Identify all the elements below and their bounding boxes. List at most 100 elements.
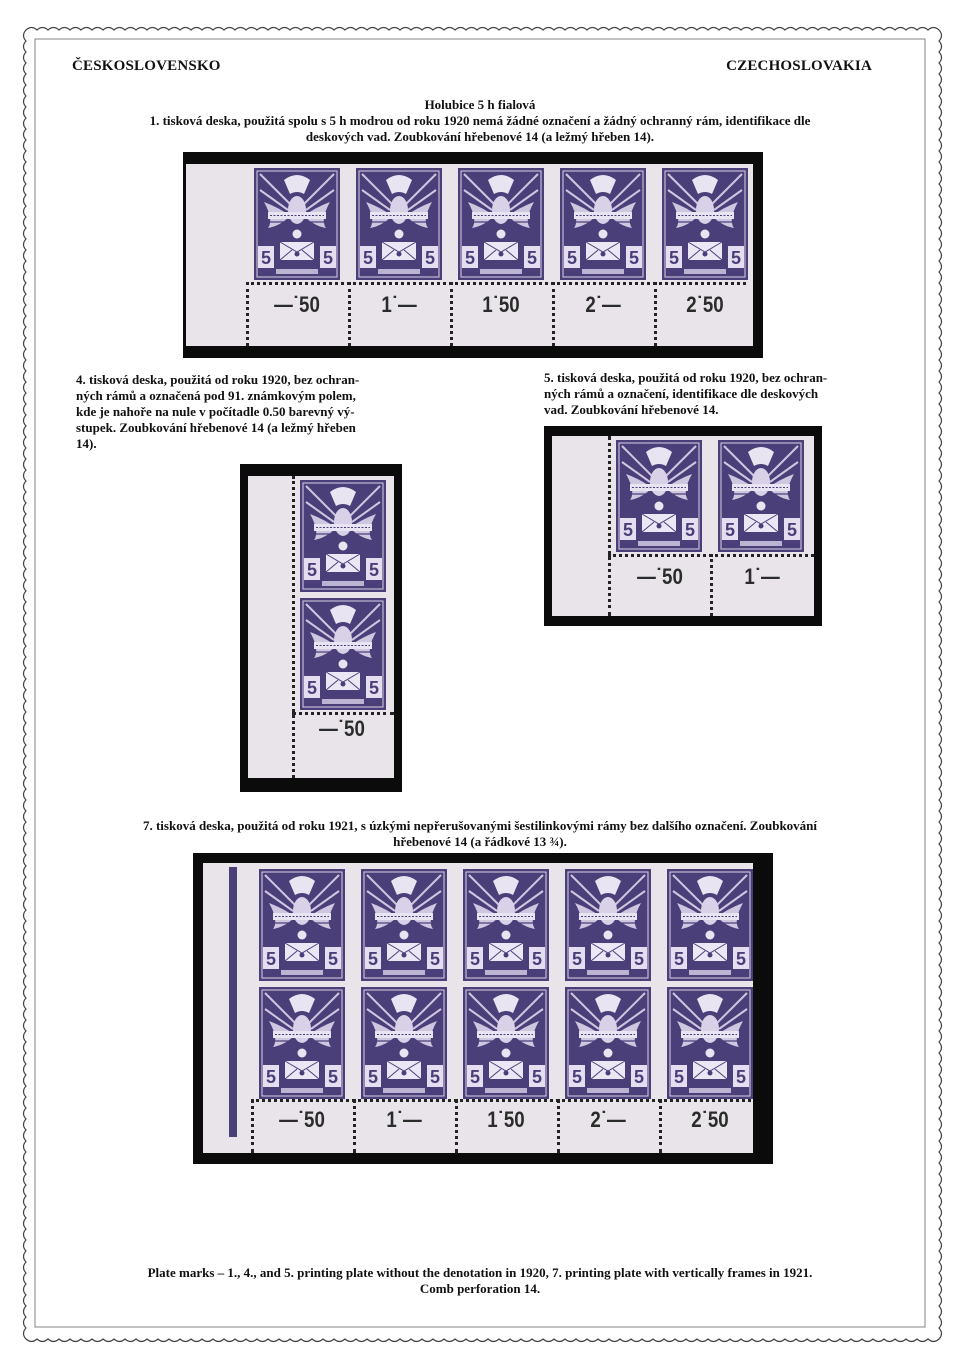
plate-counter-value: —˙50	[279, 1107, 325, 1132]
plate-counter-value: 1˙—	[386, 1107, 422, 1132]
section5-line1: 5. tisková deska, použitá od roku 1920, …	[544, 370, 828, 385]
section1-line1: 1. tisková deska, použitá spolu s 5 h mo…	[149, 113, 811, 128]
footer-line2: Comb perforation 14.	[419, 1281, 541, 1296]
svg-text:5: 5	[261, 248, 271, 268]
svg-text:5: 5	[669, 248, 679, 268]
section4-line3: kde je nahoře na nule v počítadle 0.50 b…	[76, 404, 355, 419]
plate-counter-value: 2˙—	[585, 292, 621, 317]
svg-text:5: 5	[307, 678, 317, 698]
svg-text:5: 5	[368, 1067, 378, 1087]
svg-text:5: 5	[266, 1067, 276, 1087]
svg-text:5: 5	[674, 1067, 684, 1087]
svg-text:5: 5	[368, 949, 378, 969]
svg-text:5: 5	[328, 949, 338, 969]
svg-text:5: 5	[629, 248, 639, 268]
plate-frame-line	[229, 867, 237, 1137]
perforation-line	[353, 1099, 356, 1153]
plate-counter-value: —˙50	[637, 564, 683, 589]
plate-counter-value: 2˙50	[686, 292, 724, 317]
svg-text:5: 5	[323, 248, 333, 268]
plate-counter-value: 2˙50	[691, 1107, 729, 1132]
svg-text:5: 5	[736, 1067, 746, 1087]
svg-text:5: 5	[634, 1067, 644, 1087]
svg-text:5: 5	[470, 1067, 480, 1087]
svg-text:5: 5	[430, 1067, 440, 1087]
perforation-line	[659, 1099, 662, 1153]
section4-line2: ných rámů a označená pod 91. známkovým p…	[76, 388, 356, 403]
svg-text:5: 5	[307, 560, 317, 580]
section4-line5: 14).	[76, 436, 97, 451]
perforation-line	[251, 1099, 751, 1102]
svg-text:5: 5	[572, 949, 582, 969]
section7-line2: hřebenové 14 (a řádkové 13 ¾).	[393, 834, 567, 849]
perforation-line	[251, 1099, 254, 1153]
perforation-line	[654, 282, 657, 346]
svg-text:5: 5	[685, 520, 695, 540]
svg-text:5: 5	[369, 678, 379, 698]
plate-counter-value: —˙50	[319, 716, 365, 741]
svg-text:5: 5	[532, 1067, 542, 1087]
svg-text:5: 5	[736, 949, 746, 969]
svg-text:5: 5	[634, 949, 644, 969]
section4-line4: stupek. Zoubkování hřebenové 14 (a ležmý…	[76, 420, 356, 435]
svg-text:5: 5	[527, 248, 537, 268]
plate-counter-value: 1˙50	[487, 1107, 525, 1132]
section4-line1: 4. tisková deska, použitá od roku 1920, …	[76, 372, 360, 387]
perforation-line	[608, 436, 611, 616]
perforation-line	[246, 282, 249, 346]
svg-text:5: 5	[731, 248, 741, 268]
svg-text:5: 5	[532, 949, 542, 969]
perforation-line	[710, 554, 713, 616]
section7-line1: 7. tisková deska, použitá od roku 1921, …	[142, 818, 818, 833]
perforation-line	[246, 282, 746, 285]
svg-text:5: 5	[465, 248, 475, 268]
svg-text:5: 5	[623, 520, 633, 540]
plate-counter-value: 2˙—	[590, 1107, 626, 1132]
perforation-line	[292, 712, 394, 715]
page-title: Holubice 5 h fialová	[424, 97, 536, 112]
svg-text:5: 5	[328, 1067, 338, 1087]
perforation-line	[450, 282, 453, 346]
perforation-line	[557, 1099, 560, 1153]
plate-counter-value: —˙50	[274, 292, 320, 317]
section1-line2: deskových vad. Zoubkování hřebenové 14 (…	[305, 129, 655, 144]
svg-text:5: 5	[363, 248, 373, 268]
perforation-line	[552, 282, 555, 346]
perforation-line	[348, 282, 351, 346]
svg-text:5: 5	[674, 949, 684, 969]
svg-text:5: 5	[425, 248, 435, 268]
perforation-line	[455, 1099, 458, 1153]
perforation-line	[608, 554, 814, 557]
footer-line1: Plate marks – 1., 4., and 5. printing pl…	[147, 1265, 813, 1280]
plate-counter-value: 1˙50	[482, 292, 520, 317]
header-country-cs: ČESKOSLOVENSKO	[72, 58, 221, 74]
plate-counter-value: 1˙—	[744, 564, 780, 589]
svg-text:5: 5	[266, 949, 276, 969]
